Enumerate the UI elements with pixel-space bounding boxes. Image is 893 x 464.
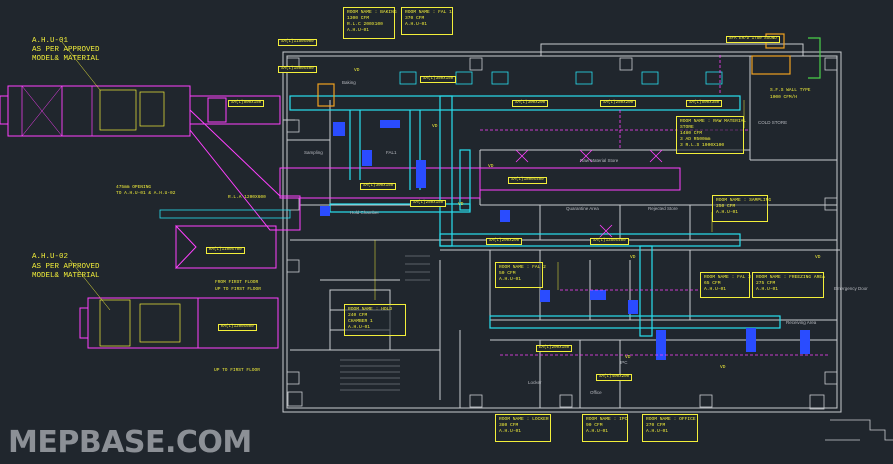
room-label: IPC (620, 360, 628, 365)
diffuser-arrows (515, 149, 663, 238)
room-box: ROOM NAME : FAL 2 50 CFM A.H.U-01 (495, 262, 546, 288)
ahu-01-unit (0, 85, 191, 137)
wall-fan-note: S.F.S WALL TYPE (770, 88, 811, 93)
room-box: ROOM NAME : IPC 90 CFM A.H.U-01 (582, 414, 628, 442)
vd-marker: VD (720, 365, 726, 370)
duct-tag: RA(L)1100x700 (206, 247, 245, 254)
room-box: ROOM NAME : HOLD 240 CFM CHAMBER 1 A.H.U… (344, 304, 406, 336)
rla-note: R.L.A 1200X600 (228, 195, 266, 200)
room-label: FAL1 (386, 150, 397, 155)
room-label: Raw Material Store (580, 158, 619, 163)
duct-tag: SA(L)1800x400 (508, 177, 547, 184)
branch-ducts (289, 95, 781, 337)
ahu1-title: A.H.U-01 (32, 37, 69, 45)
duct-tag: SA(L)300x200 (512, 100, 549, 107)
room-label: Locker (528, 380, 542, 385)
room-label: Emergency Door (834, 286, 868, 291)
stairs (340, 255, 430, 391)
vd-marker: VD (458, 202, 464, 207)
up-first-floor-note-2: UP TO FIRST FLOOR (214, 368, 260, 373)
duct-tag: RA(L)1200x600 (218, 324, 257, 331)
walls (282, 43, 842, 413)
wall-fan-note-2: 1000 CFM/H (770, 95, 798, 100)
vd-marker: VD (432, 124, 438, 129)
grilles (320, 120, 810, 360)
to-ahu-note: TO A.H.U-01 & A.H.U-02 (116, 191, 176, 196)
fan-units (317, 33, 791, 107)
room-label: Baking (342, 80, 356, 85)
duct-tag: SA(L)200x200 (486, 238, 523, 245)
room-box: ROOM NAME : OFFICE 270 CFM A.H.U-01 (642, 414, 698, 442)
duct-tag: SA(L)1500x400 (278, 66, 317, 73)
duct-tag: EA(L)200x150 (536, 345, 573, 352)
room-label: Hold Chamber (350, 210, 380, 215)
room-box: ROOM NAME : SAMPLING 250 CFM A.H.U-01 (712, 195, 771, 222)
room-box: ROOM NAME : RAW MATERIAL STORE 1480 CFM … (676, 116, 746, 154)
vd-marker: VD (815, 255, 821, 260)
duct-tag: SA(L)250x200 (600, 100, 637, 107)
duct-tag: SA(L)350x150 (420, 76, 457, 83)
duct-tag: SA(L)800x150 (228, 100, 265, 107)
vd-marker: VD (625, 355, 631, 360)
ahu2-title: A.H.U-02 (32, 253, 69, 261)
supply-trunk (175, 95, 681, 270)
fresh-air-pipe (808, 37, 821, 79)
duct-tag: SA(L)250x150 (410, 200, 447, 207)
exhaust-duct-left (159, 209, 291, 219)
room-label: Rejected Store (648, 206, 678, 211)
ahu2-note2: MODEL& MATERIAL (32, 272, 100, 280)
duct-tag: SA(L)1150x900 (278, 39, 317, 46)
vd-marker: VD (630, 255, 636, 260)
diffusers (399, 71, 723, 85)
room-box: ROOM NAME : BAKING 1300 CFM R.L.C 200X10… (343, 7, 397, 39)
ahu2-note1: AS PER APPROVED (32, 263, 100, 271)
room-label: COLD STORE (758, 120, 788, 125)
watermark-logo: MEPBASE.COM (8, 425, 252, 460)
room-box: ROOM NAME : FAL 3 65 CFM A.H.U-01 (700, 272, 751, 298)
room-label: Quarantine Area (566, 206, 599, 211)
duct-tag: SA(L)500x350 (686, 100, 723, 107)
ahu1-note2: MODEL& MATERIAL (32, 55, 100, 63)
vd-marker: VD (354, 68, 360, 73)
room-label: Office (590, 390, 602, 395)
room-label: Sampling (304, 150, 323, 155)
duct-tag: SA(L)300x150 (360, 183, 397, 190)
room-box: ROOM NAME : FAL 1 370 CFM A.H.U-01 (401, 7, 453, 35)
room-box: ROOM NAME : LOCKER 380 CFM A.H.U-01 (495, 414, 551, 442)
up-first-floor-note: UP TO FIRST FLOOR (215, 287, 261, 292)
ahu1-note1: AS PER APPROVED (32, 46, 100, 54)
room-label: Receiving Area (786, 320, 817, 325)
duct-tag: SA(L)400x200 (596, 374, 633, 381)
fresh-air-note: SFA ER/D 1750 SOUND (726, 36, 780, 43)
duct-tag: SA(L)1350x400 (590, 238, 629, 245)
ahu-02-unit (79, 297, 279, 349)
vd-marker: VD (488, 164, 494, 169)
from-first-floor-note: FROM FIRST FLOOR (215, 280, 259, 285)
room-box: ROOM NAME : FREEZING AREA 275 CFM A.H.U-… (752, 272, 825, 298)
exhaust-opening-note: 475mm OPENING (116, 185, 152, 190)
